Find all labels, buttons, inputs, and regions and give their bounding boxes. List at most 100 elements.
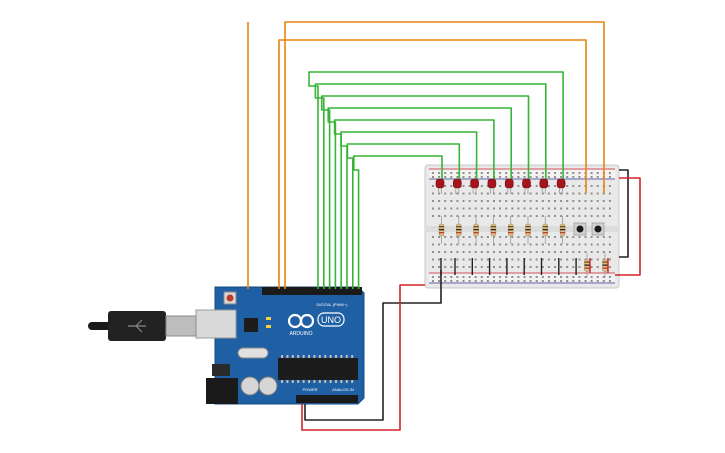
led: [556, 178, 566, 189]
breadboard-hole: [486, 258, 489, 261]
breadboard-hole: [450, 172, 453, 174]
breadboard-hole: [572, 172, 575, 174]
usb-plug-connector: [165, 315, 197, 337]
breadboard-hole: [523, 200, 526, 202]
led-signal-wire: [308, 71, 564, 289]
chip-leg: [291, 380, 294, 383]
breadboard-hole: [468, 172, 471, 174]
breadboard-hole: [547, 172, 550, 174]
breadboard-hole: [480, 176, 483, 178]
breadboard-hole: [462, 176, 465, 178]
ground-wire: [304, 270, 442, 421]
breadboard-hole: [535, 207, 538, 210]
breadboard-hole: [541, 258, 544, 261]
breadboard-hole: [572, 176, 575, 178]
breadboard-hole: [462, 280, 465, 282]
breadboard-hole: [547, 243, 550, 246]
breadboard-hole: [505, 192, 508, 195]
chip-leg: [329, 380, 332, 383]
breadboard-hole: [578, 185, 581, 187]
breadboard-hole: [596, 172, 599, 174]
breadboard-hole: [517, 276, 520, 278]
breadboard-hole: [547, 236, 550, 238]
breadboard-hole: [554, 258, 556, 261]
breadboard-hole: [596, 176, 599, 178]
resistor-band: [439, 226, 444, 228]
breadboard-hole: [432, 258, 434, 261]
breadboard-hole: [456, 207, 459, 210]
breadboard-hole: [444, 185, 447, 187]
power-wire: [615, 177, 641, 276]
usb-controller-chip: [244, 318, 258, 332]
resistor-band: [560, 226, 566, 228]
breadboard-hole: [480, 192, 483, 195]
breadboard-hole: [432, 185, 434, 187]
chip-leg: [281, 355, 283, 358]
resistor-band: [525, 229, 531, 231]
breadboard-hole: [486, 266, 489, 268]
breadboard-hole: [590, 236, 593, 238]
usb-symbol-icon: [128, 319, 146, 333]
breadboard-hole: [444, 236, 447, 238]
breadboard-hole: [584, 280, 587, 282]
breadboard-hole: [584, 215, 587, 217]
breadboard-hole: [499, 266, 502, 268]
breadboard-hole: [590, 200, 593, 202]
breadboard-hole: [438, 258, 441, 261]
breadboard-hole: [529, 200, 532, 202]
breadboard-hole: [596, 266, 599, 268]
breadboard-hole: [499, 215, 502, 217]
breadboard-hole: [523, 176, 526, 178]
breadboard-hole: [499, 251, 502, 253]
breadboard-hole: [590, 172, 593, 174]
breadboard-hole: [456, 176, 459, 178]
breadboard-hole: [474, 280, 477, 282]
breadboard-hole: [529, 172, 532, 174]
breadboard[interactable]: [424, 164, 620, 289]
breadboard-hole: [572, 192, 575, 195]
breadboard-hole: [480, 172, 483, 174]
breadboard-hole: [486, 280, 489, 282]
breadboard-hole: [566, 280, 569, 282]
breadboard-hole: [462, 251, 465, 253]
breadboard-hole: [444, 266, 447, 268]
breadboard-hole: [493, 236, 495, 238]
breadboard-hole: [560, 207, 563, 210]
breadboard-hole: [578, 258, 581, 261]
breadboard-hole: [529, 276, 532, 278]
arduino-uno-board[interactable]: ARDUINO UNO DIGITAL (PWM~) POWER ANALOG …: [195, 286, 365, 405]
led: [539, 178, 549, 189]
breadboard-hole: [572, 207, 575, 210]
resistor-band: [473, 226, 479, 228]
breadboard-hole: [444, 176, 447, 178]
breadboard-hole: [535, 243, 538, 246]
breadboard-hole: [480, 215, 483, 217]
breadboard-hole: [444, 258, 447, 261]
breadboard-hole: [462, 192, 465, 195]
breadboard-hole: [480, 243, 483, 246]
breadboard-hole: [566, 207, 569, 210]
breadboard-hole: [450, 236, 453, 238]
breadboard-hole: [554, 200, 556, 202]
breadboard-hole: [529, 215, 532, 217]
breadboard-hole: [566, 251, 569, 253]
breadboard-hole: [499, 236, 502, 238]
breadboard-hole: [450, 200, 453, 202]
breadboard-hole: [590, 192, 593, 195]
breadboard-hole: [572, 185, 575, 187]
breadboard-hole: [554, 215, 556, 217]
led-signal-wire: [340, 131, 478, 289]
breadboard-hole: [578, 276, 581, 278]
power-pins-label: POWER: [302, 387, 317, 392]
breadboard-hole: [456, 200, 459, 202]
breadboard-hole: [572, 266, 575, 268]
breadboard-hole: [517, 243, 520, 246]
breadboard-hole: [505, 200, 508, 202]
breadboard-hole: [517, 176, 520, 178]
breadboard-hole: [438, 243, 441, 246]
breadboard-hole: [462, 276, 465, 278]
resistor-band: [473, 232, 479, 234]
breadboard-hole: [505, 236, 508, 238]
pushbuttons: [573, 222, 605, 236]
